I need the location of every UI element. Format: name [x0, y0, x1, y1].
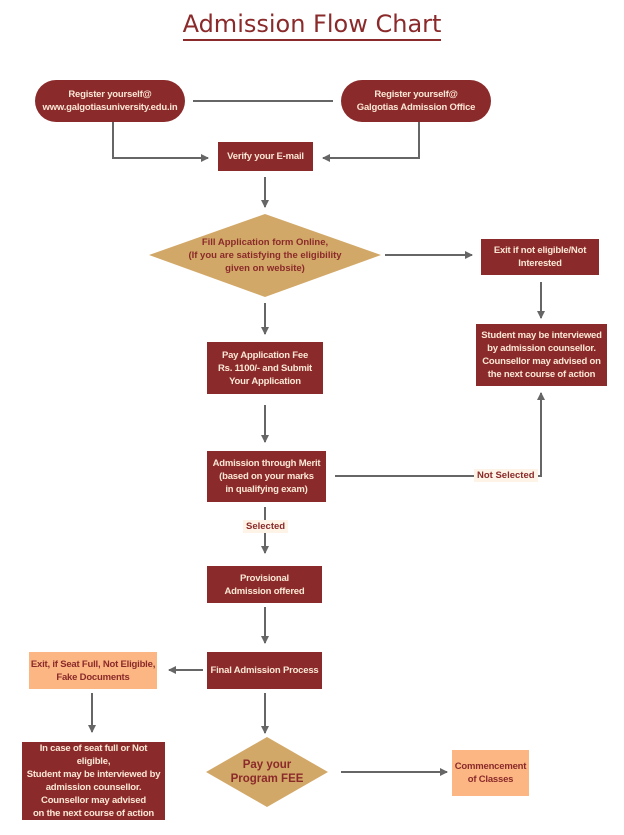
not-selected-label: Not Selected: [474, 469, 538, 482]
register-online-node: Register yourself@ www.galgotiasuniversi…: [35, 80, 185, 122]
pay-application-fee-node: Pay Application Fee Rs. 1100/- and Submi…: [207, 342, 323, 394]
counsellor-interview-node: Student may be interviewed by admission …: [476, 324, 607, 386]
commencement-node: Commencement of Classes: [452, 750, 529, 796]
fill-application-text: Fill Application form Online, (If you ar…: [188, 236, 342, 274]
decision-diamond-pay-program-fee: [206, 737, 328, 807]
verify-email-node: Verify your E-mail: [218, 142, 313, 171]
exit-not-eligible-node: Exit if not eligible/Not Interested: [481, 239, 599, 275]
exit-seat-full-node: Exit, if Seat Full, Not Eligible, Fake D…: [29, 652, 157, 689]
final-admission-node: Final Admission Process: [207, 652, 322, 689]
register-office-node: Register yourself@ Galgotias Admission O…: [341, 80, 491, 122]
page-title-text: Admission Flow Chart: [182, 10, 442, 41]
connector-online-to-verify: [112, 122, 209, 162]
selected-label: Selected: [243, 520, 289, 533]
page-title: Admission Flow Chart: [0, 10, 624, 41]
connector-office-to-verify: [322, 122, 420, 162]
provisional-admission-node: Provisional Admission offered: [207, 566, 322, 603]
connector-merit-to-counsellor: [335, 392, 545, 477]
pay-program-fee-text: Pay your Program FEE: [230, 759, 304, 785]
admission-merit-node: Admission through Merit (based on your m…: [207, 451, 326, 502]
decision-diamond-fill-application: [149, 214, 381, 297]
seat-full-counsellor-node: In case of seat full or Not eligible, St…: [22, 742, 165, 820]
